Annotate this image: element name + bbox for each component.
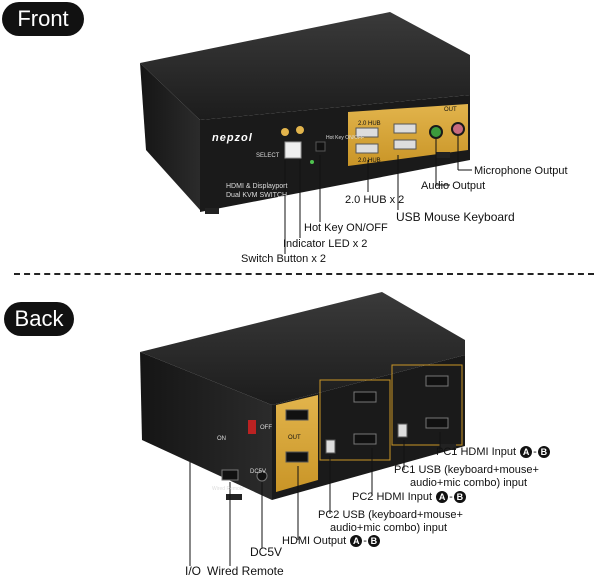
label-hub: 2.0 HUB x 2 [345, 194, 405, 206]
front-usb-port [393, 139, 417, 150]
front-usb-port [355, 127, 379, 138]
mic-jack [451, 122, 465, 136]
label-pc1-hdmi: PC1 HDMI Input A-B [436, 446, 551, 459]
hdmi-pc2-b [353, 391, 377, 403]
audio-jack [429, 125, 443, 139]
back-dc5v-text: DC5V [250, 469, 267, 475]
label-pc2-usb-line1: PC2 USB (keyboard+mouse+ [318, 509, 463, 521]
hdmi-pc2-a [353, 433, 377, 445]
badge-a: A [520, 446, 533, 459]
front-device [140, 12, 472, 254]
badge-b: B [453, 491, 466, 504]
label-pc1-usb-line2: audio+mic combo) input [410, 477, 528, 489]
usb-pc1 [397, 423, 408, 438]
hdmi-pc1-a [425, 417, 449, 429]
usb-pc2 [325, 439, 336, 454]
label-dc5v: DC5V [250, 545, 283, 559]
front-out-text: OUT [444, 107, 457, 113]
led-1 [281, 128, 289, 136]
hdmi-out-a [285, 409, 309, 421]
label-pc1-hdmi-text: PC1 HDMI Input [436, 446, 517, 458]
select-button-shape [284, 141, 302, 159]
led-2 [296, 126, 304, 134]
front-hotkey-text: Hot Key ON/OFF [326, 135, 365, 141]
badge-b: B [537, 446, 550, 459]
label-usb-mouse-keyboard: USB Mouse Keyboard [396, 210, 515, 224]
label-io: I/O [185, 564, 202, 578]
label-switch-button: Switch Button x 2 [241, 253, 326, 265]
front-model-line2: Dual KVM SWITCH [226, 192, 288, 199]
label-audio-output: Audio Output [421, 180, 486, 192]
back-off-text: OFF [260, 425, 272, 431]
badge-a: A [350, 535, 363, 548]
front-section-badge: Front [2, 2, 84, 36]
label-hdmi-output-text: HDMI Output [282, 535, 347, 547]
front-hub-text-top: 2.0 HUB [358, 121, 381, 127]
front-brand-logo: nepzol [212, 132, 253, 144]
label-indicator-led: Indicator LED x 2 [283, 238, 368, 250]
label-wired-remote: Wired Remote [207, 564, 284, 578]
label-microphone-output: Microphone Output [474, 165, 568, 177]
label-pc2-hdmi-text: PC2 HDMI Input [352, 491, 433, 503]
front-usb-port [355, 143, 379, 154]
label-pc2-usb-line2: audio+mic combo) input [330, 522, 448, 534]
back-device [140, 292, 465, 566]
front-select-text: SELECT [256, 153, 280, 159]
hdmi-pc1-b [425, 375, 449, 387]
label-pc1-usb-line1: PC1 USB (keyboard+mouse+ [394, 464, 539, 476]
section-divider [14, 273, 594, 275]
power-switch [248, 420, 256, 434]
back-on-text: ON [217, 436, 226, 442]
front-model-line1: HDMI & Displayport [226, 183, 288, 190]
back-wired-remote-text: Wired Remote [212, 486, 244, 492]
label-pc2-hdmi: PC2 HDMI Input A-B [352, 491, 467, 504]
front-usb-port [393, 123, 417, 134]
label-hdmi-output: HDMI Output A-B [282, 535, 381, 548]
label-hot-key: Hot Key ON/OFF [304, 222, 388, 234]
front-title: Front [17, 6, 69, 31]
front-hub-text-bottom: 2.0 HUB [358, 158, 381, 164]
badge-b: B [367, 535, 380, 548]
back-out-text: OUT [288, 435, 301, 441]
badge-a: A [436, 491, 449, 504]
back-title: Back [14, 306, 64, 331]
back-section-badge: Back [4, 302, 74, 336]
hdmi-out-b [285, 451, 309, 463]
